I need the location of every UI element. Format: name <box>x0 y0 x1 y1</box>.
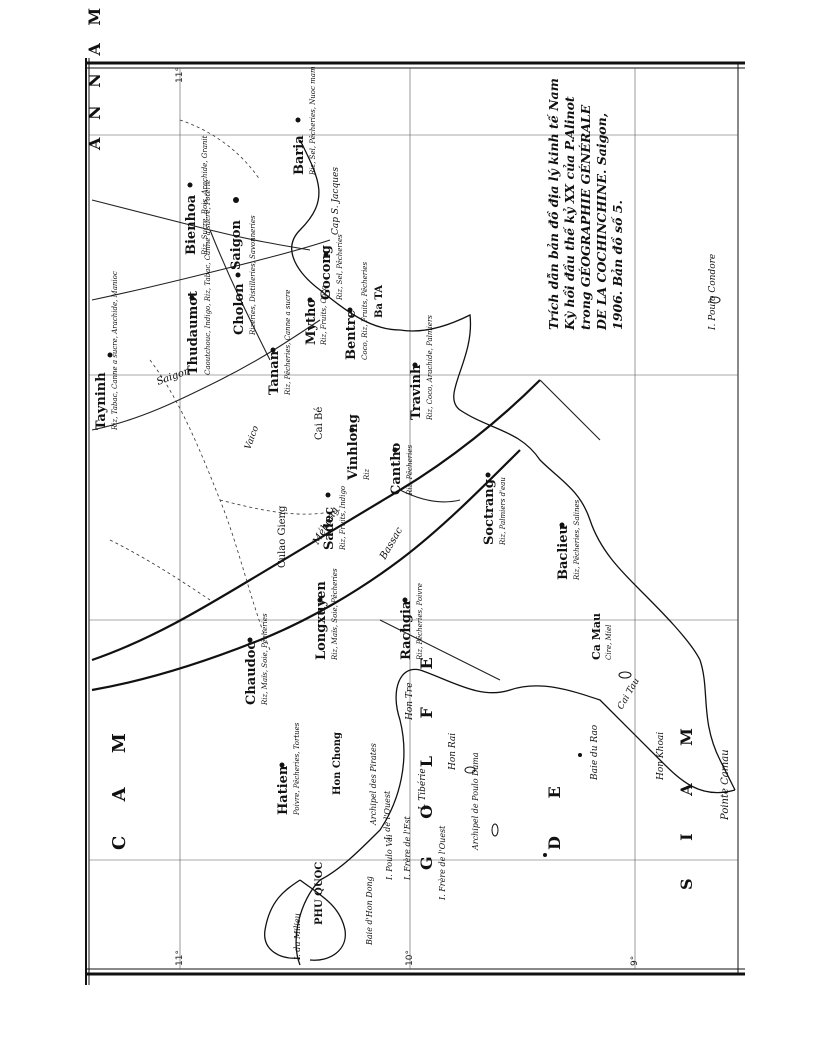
region-cambodge: C A M <box>109 719 130 850</box>
note-cholon: Rizeries, Distilleries, Savonneries <box>249 215 257 336</box>
town-hatien: Hatien <box>276 765 291 815</box>
label-vaico: Vaico <box>243 424 261 451</box>
town-baclieu: Baclieu <box>556 525 571 580</box>
town-longxuyen: Longxuyen <box>314 581 329 660</box>
town-mytho: Mytho <box>304 299 319 345</box>
town-caibe: Cai Bé <box>314 407 325 440</box>
label-baie-hon-dong: Baie d'Hon Dong <box>365 876 374 946</box>
label-hon-rai: Hon Rai <box>448 733 458 771</box>
note-bienhoa: Riz, Sucre, Bois, Arachide, Granit <box>201 135 209 256</box>
note-thudaumot: Caoutchouc, Indigo, Riz, Tabac, Canne a … <box>204 180 212 375</box>
note-baria: Riz, Sel, Pêcheries, Nuoc mam <box>309 66 317 176</box>
town-rachgia: Rachgia <box>399 600 414 660</box>
note-longxuyen: Riz, Maïs, Soie, Pêcheries <box>331 568 339 661</box>
note-soctrang: Riz, Palmiers d'eau <box>499 477 507 546</box>
town-gocong: Gocong <box>319 245 334 300</box>
label-pointe-camau: Pointe Camau <box>720 749 731 821</box>
label-hon-khoai: Hon Khoai <box>656 732 666 781</box>
region-golfe: G O L F E <box>417 641 436 870</box>
label-i-tiberie: I. Tibérie <box>417 768 428 811</box>
town-baria: Baria <box>292 135 307 175</box>
caption-line-1: Trích dẫn bản đồ địa lý kinh tế Nam <box>546 78 561 330</box>
label-poulo-condore: I. Poulo Condore <box>708 254 718 331</box>
note-tayninh: Riz, Tabac, Canne a sucre, Arachide, Man… <box>111 271 119 431</box>
caption-block: Trích dẫn bản đồ địa lý kinh tế Nam Kỳ h… <box>546 78 625 331</box>
note-gocong: Riz, Sel, Pêcheries <box>336 234 344 301</box>
note-vinhlong: Riz <box>363 468 371 481</box>
caption-line-4: DE LA COCHINCHINE. Saigon, <box>594 113 609 331</box>
note-bentre: Coco, Riz, Fruits, Pêcheries <box>361 262 369 360</box>
rivers <box>91 199 601 692</box>
label-cai-tau: Cai Tau <box>616 676 642 711</box>
label-baie-du-rao: Baie du Rao <box>590 724 600 781</box>
note-sadec: Riz, Fruits, Indigo <box>339 486 347 551</box>
label-i-poulo-vai: I. Poulo Vai <box>385 834 394 881</box>
label-frere-est: I. Frère de l'Est <box>403 815 412 881</box>
region-siam: S I A M <box>677 712 696 890</box>
town-tayninh: Tayninh <box>94 372 109 430</box>
islands <box>464 296 721 857</box>
lat10-bottom: 10° <box>405 950 415 966</box>
town-cholon: Cholon <box>232 283 247 335</box>
note-rachgia: Riz, Pêcheries, Poivre <box>416 583 424 661</box>
town-markers <box>107 117 565 768</box>
caption-line-3: trong GÉOGRAPHIE GÉNÉRALE <box>578 104 593 330</box>
graticule <box>89 68 738 969</box>
town-culaogieng: Culao Gieng <box>277 505 288 568</box>
town-phuquoc: PHU QUOC <box>314 862 325 925</box>
town-thudaumot: Thudaumot <box>186 291 201 375</box>
town-travinh: Travinh <box>409 364 424 420</box>
note-hatien: Poivre, Pêcheries, Tortues <box>293 722 301 816</box>
note-travinh: Riz, Coco, Arachide, Palmiers <box>426 315 434 421</box>
grid-labels: 11° 11° 10° 9° <box>175 67 640 966</box>
town-bentre: Bentre <box>344 310 359 360</box>
town-labels: Tayninh Thudaumot Bienhoa Saigon Cholon … <box>94 135 603 925</box>
lat11-bottom: 11° <box>175 950 185 966</box>
map-frame <box>85 58 745 985</box>
label-hon-tre: Hon Tre <box>405 682 415 721</box>
label-i-ouest: I. de l'Ouest <box>383 790 392 841</box>
town-cantho: Cantho <box>389 442 404 495</box>
town-sadec: Sadec <box>322 507 337 550</box>
coastline <box>264 139 736 966</box>
note-tanan: Riz, Pêcheries, Canne a sucre <box>284 290 292 396</box>
town-chaudoc: Chaudoc <box>244 642 259 705</box>
town-bata: Ba TA <box>374 285 385 318</box>
town-saigon: Saigon <box>229 219 244 270</box>
label-bassac: Bassac <box>378 525 406 562</box>
region-labels: A N N A M C A M G O L F E D E S I A M <box>85 2 696 890</box>
region-annam: A N N A M <box>85 2 104 151</box>
note-baclieu: Riz, Pêcheries, Salines <box>573 499 581 581</box>
town-hontchong: Hon Chong <box>332 732 343 795</box>
region-de: D E <box>545 770 564 850</box>
note-cantho: Riz, Pêcheries <box>406 445 414 496</box>
label-archipel-poulo-dama: Archipel de Poulo Dama <box>471 752 480 851</box>
note-camau: Cire, Miel <box>605 625 613 660</box>
label-archipel-pirates: Archipel des Pirates <box>369 743 378 826</box>
town-soctrang: Soctrang <box>482 479 497 545</box>
label-i-milieu: I. du Milieu <box>293 913 302 961</box>
lat9-bottom: 9° <box>630 956 640 966</box>
town-tanan: Tanan <box>267 350 282 395</box>
label-cap-st-jacques: Cap S. Jacques <box>331 167 341 235</box>
label-saigon-river: Saigon <box>155 366 192 388</box>
roads <box>109 119 341 651</box>
note-mytho: Riz, Fruits, Coco <box>320 286 328 346</box>
caption-line-5: 1906. Bản đồ số 5. <box>610 200 625 330</box>
note-chaudoc: Riz, Maïs, Soie, Pêcheries <box>261 613 269 706</box>
town-bienhoa: Bienhoa <box>184 194 199 255</box>
label-frere-ouest: I. Frère de l'Ouest <box>438 825 447 901</box>
town-camau: Ca Mau <box>590 613 603 660</box>
caption-line-2: Kỳ hồi đầu thế kỷ XX của P.Alinot <box>562 96 577 331</box>
town-vinhlong: Vinhlong <box>346 414 361 481</box>
product-annotations: Riz, Tabac, Canne a sucre, Arachide, Man… <box>111 66 613 816</box>
lat11-top: 11° <box>175 67 185 83</box>
